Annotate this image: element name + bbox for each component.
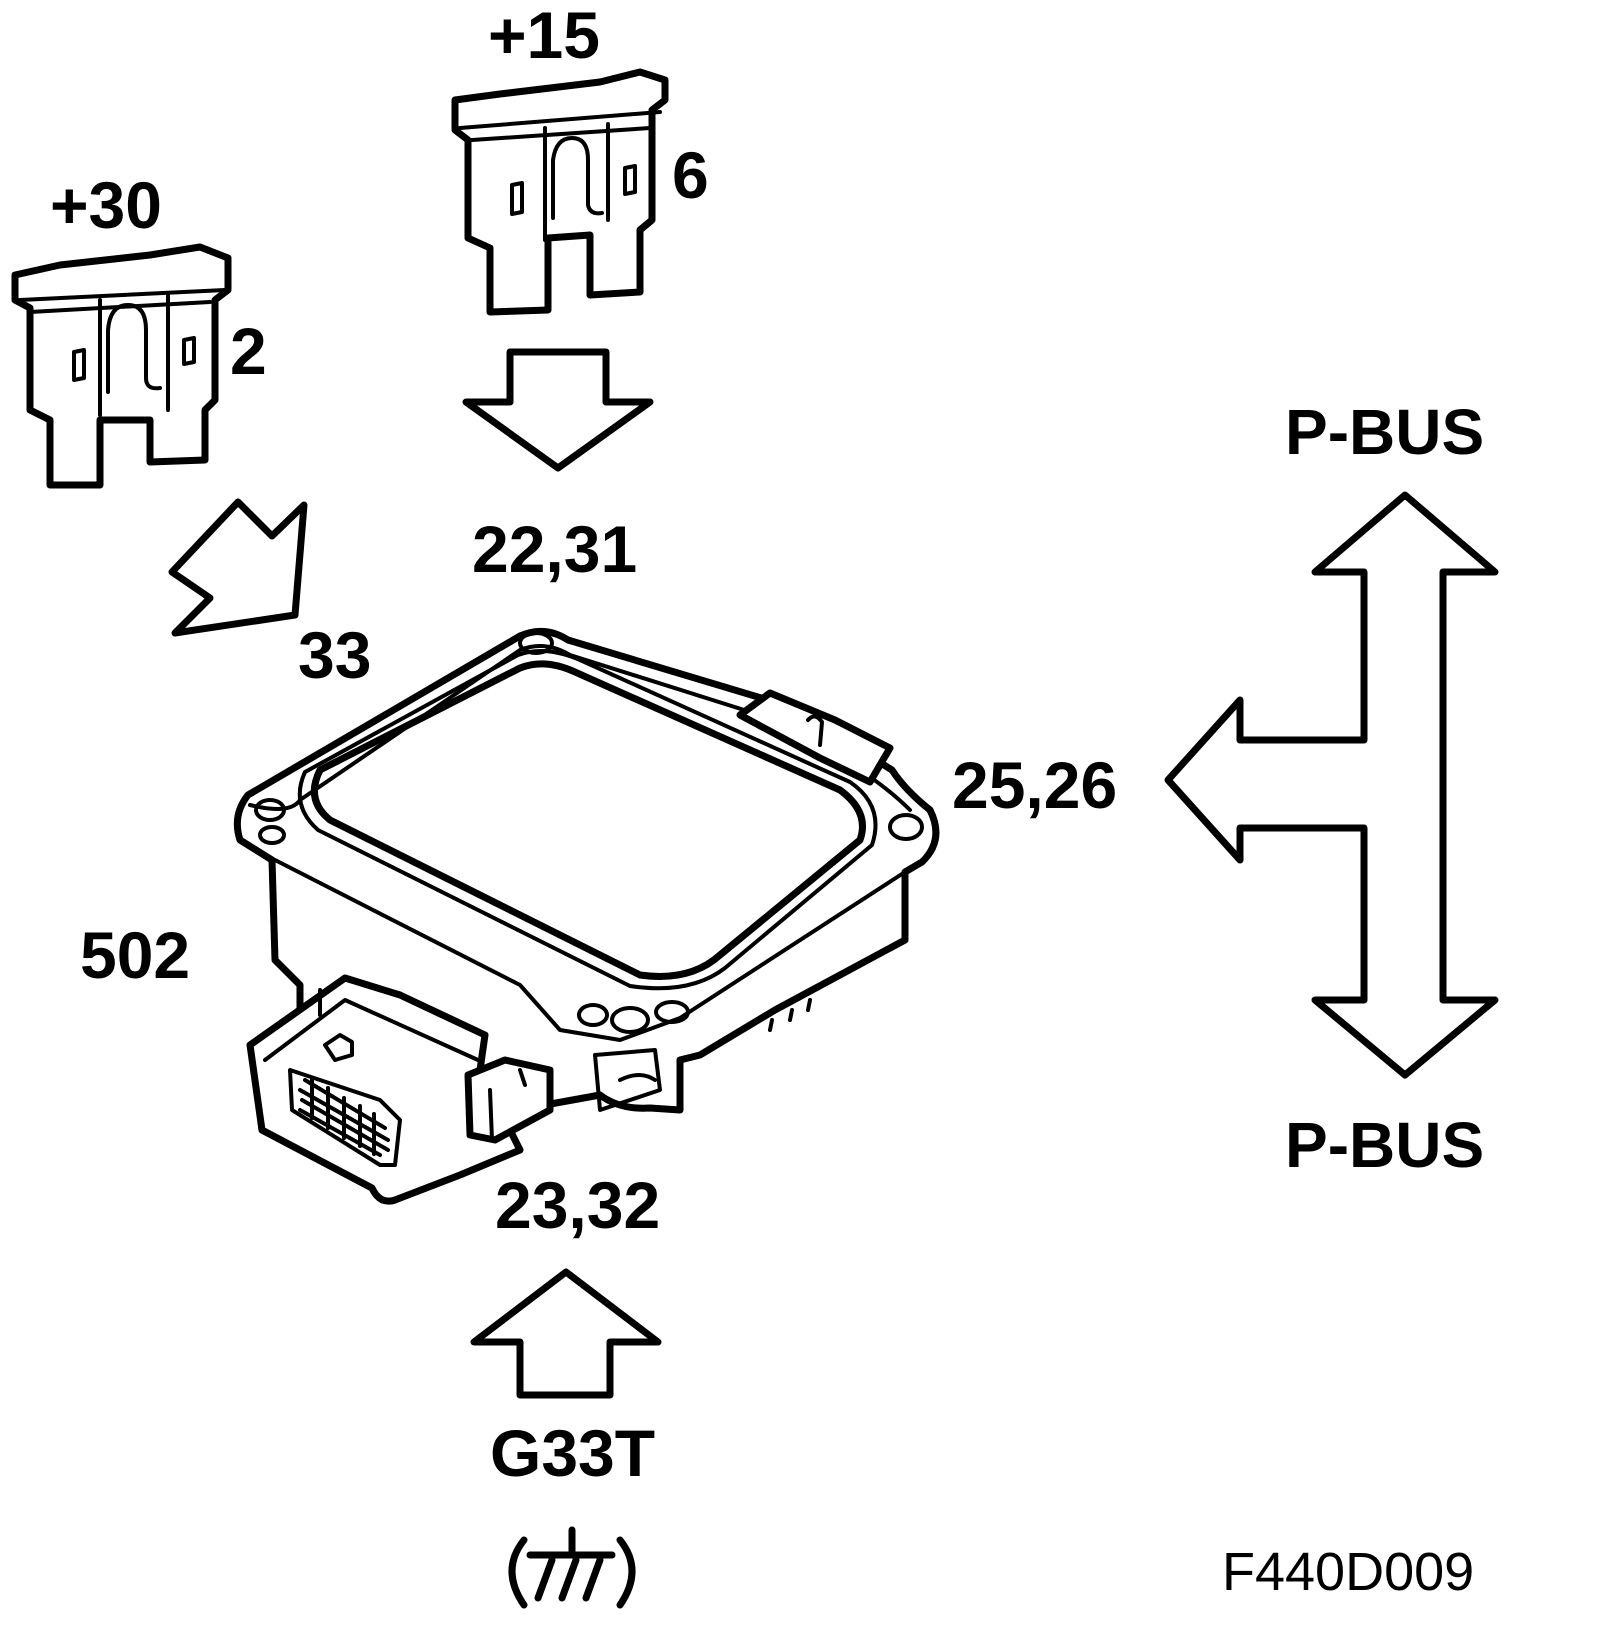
ground-label-g33t: G33T [490, 1416, 656, 1490]
supply-label-15: +15 [488, 0, 600, 72]
ground-symbol-icon [508, 1526, 636, 1609]
module-label-502: 502 [80, 918, 191, 992]
fuse-number-6: 6 [672, 138, 709, 212]
fuse-30-icon [11, 243, 232, 489]
pbus-arrow [1164, 491, 1499, 1079]
supply-label-30: +30 [50, 168, 162, 242]
fuse-number-2: 2 [230, 314, 267, 388]
pin-label-33: 33 [298, 618, 372, 692]
pin-label-25-26: 25,26 [952, 748, 1118, 822]
pin-label-23-32: 23,32 [495, 1168, 661, 1242]
pbus-label-bottom: P-BUS [1285, 1109, 1485, 1181]
control-module-icon [233, 627, 940, 1205]
supply-arrow-down [462, 348, 654, 472]
figure-code: F440D009 [1222, 1542, 1475, 1602]
supply-arrow-diagonal [168, 498, 308, 637]
ground-arrow-up [470, 1268, 662, 1399]
pbus-label-top: P-BUS [1285, 396, 1485, 468]
fuse-15-icon [451, 68, 669, 316]
pin-label-22-31: 22,31 [472, 512, 638, 586]
